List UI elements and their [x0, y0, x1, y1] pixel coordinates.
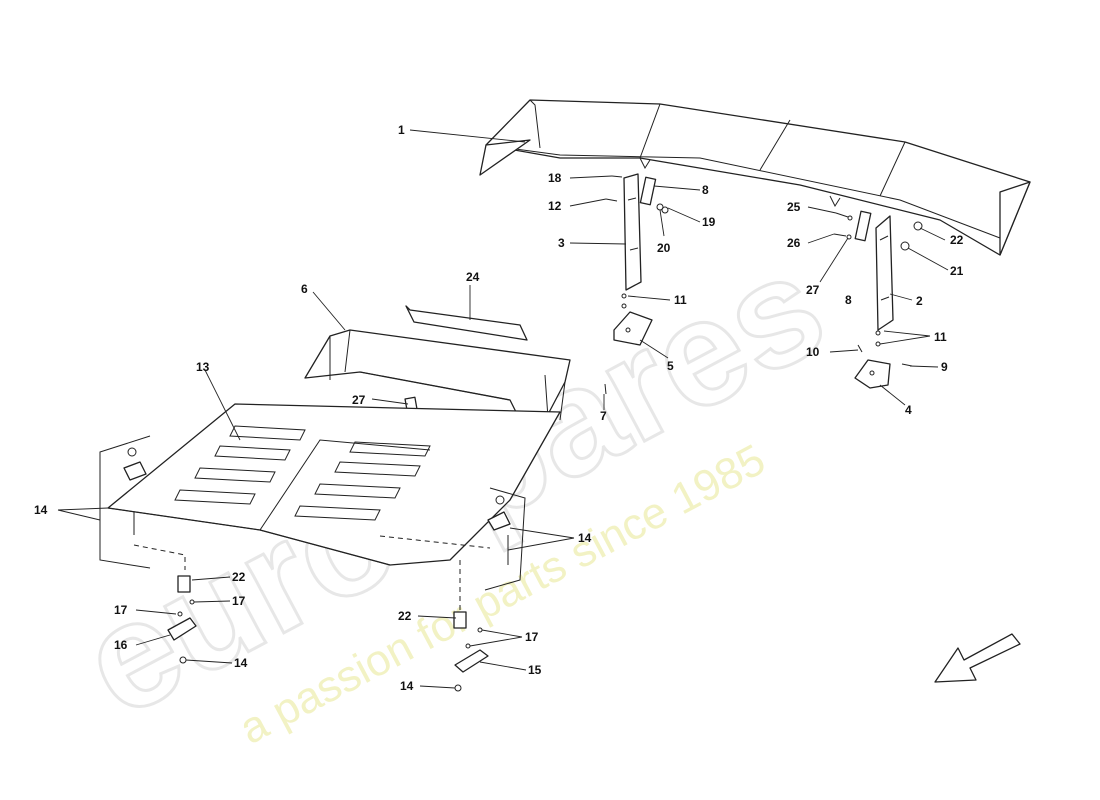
callout-16: 16 [114, 638, 128, 652]
callout-1: 1 [398, 123, 405, 137]
callout-21: 21 [950, 264, 964, 278]
rear-wing [479, 99, 1031, 256]
callout-20: 20 [657, 241, 671, 255]
callout-8b: 8 [845, 293, 852, 307]
callout-6: 6 [301, 282, 308, 296]
callout-26: 26 [787, 236, 801, 250]
callout-4: 4 [905, 403, 912, 417]
hinge-right [379, 487, 526, 692]
spoiler-beam [304, 329, 571, 421]
callout-22b: 22 [232, 570, 246, 584]
callout-labels: 1 18 8 12 19 25 3 20 22 26 21 24 27 6 11… [34, 123, 964, 693]
callout-14: 14 [34, 503, 48, 517]
engine-cover [107, 403, 561, 566]
mount-bracket-5 [613, 311, 653, 346]
louvres [174, 425, 431, 521]
callout-10: 10 [806, 345, 820, 359]
callout-22c: 22 [398, 609, 412, 623]
callout-9: 9 [941, 360, 948, 374]
callout-17c: 17 [525, 630, 539, 644]
bracket-8-right [854, 210, 872, 242]
callout-11b: 11 [934, 330, 947, 344]
callout-15: 15 [528, 663, 542, 677]
callout-17: 17 [114, 603, 128, 617]
callout-8: 8 [702, 183, 709, 197]
callout-5: 5 [667, 359, 674, 373]
callout-22: 22 [950, 233, 964, 247]
callout-12: 12 [548, 199, 562, 213]
callout-17b: 17 [232, 594, 246, 608]
callout-19: 19 [702, 215, 716, 229]
callout-14c: 14 [234, 656, 248, 670]
callout-25: 25 [787, 200, 801, 214]
callout-7: 7 [600, 409, 607, 423]
callout-11: 11 [674, 293, 687, 307]
callout-14b: 14 [578, 531, 592, 545]
mount-bracket-4 [854, 359, 891, 389]
callout-14d: 14 [400, 679, 414, 693]
callout-27: 27 [806, 283, 820, 297]
callout-24: 24 [466, 270, 480, 284]
leader-lines [57, 129, 949, 689]
callout-2: 2 [916, 294, 923, 308]
wing-upright-left [623, 173, 642, 291]
callout-18: 18 [548, 171, 562, 185]
direction-arrow-icon [934, 633, 1021, 683]
callout-27b: 27 [352, 393, 366, 407]
bracket-8-left [639, 176, 657, 206]
callout-3: 3 [558, 236, 565, 250]
callout-13: 13 [196, 360, 210, 374]
wing-upright-right [875, 215, 894, 331]
